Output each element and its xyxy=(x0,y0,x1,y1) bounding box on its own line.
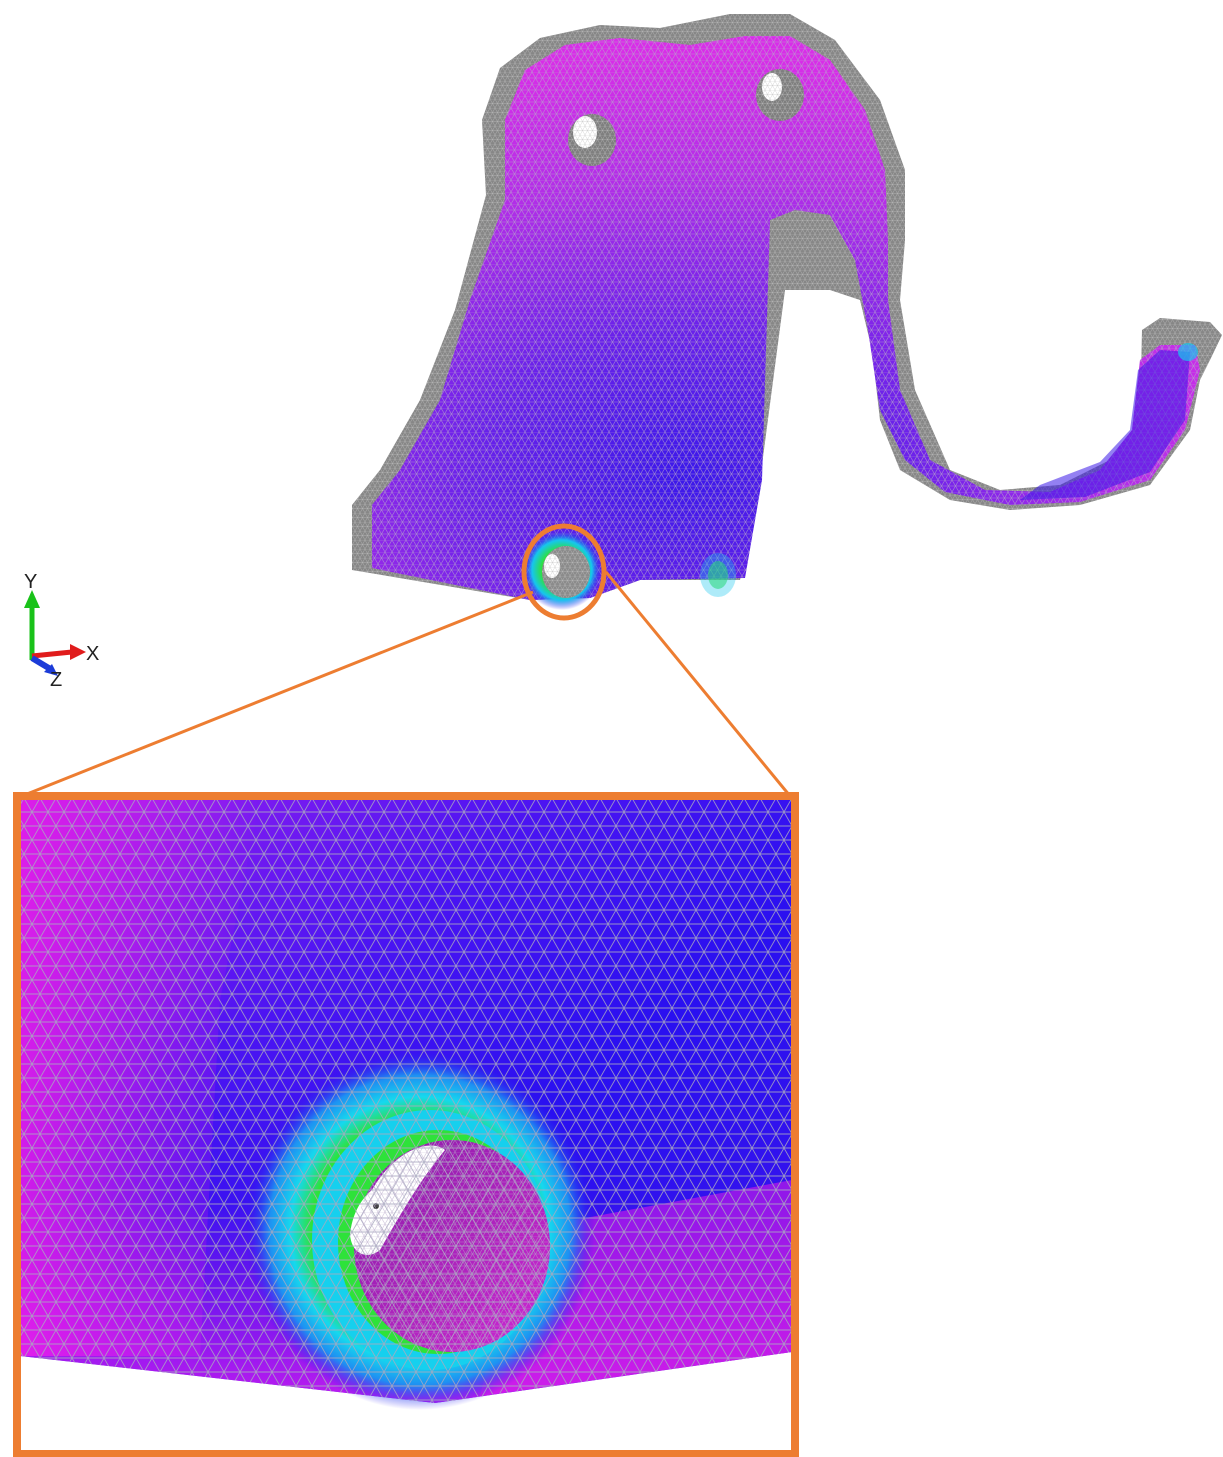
bracket-part xyxy=(352,14,1222,610)
axis-label-x: X xyxy=(86,643,99,665)
callout-line-left xyxy=(21,590,534,798)
zoom-callout xyxy=(21,523,792,798)
axis-label-z: Z xyxy=(50,669,62,691)
zoom-detail-panel xyxy=(13,792,799,1457)
axis-label-y: Y xyxy=(24,571,37,593)
callout-circle xyxy=(521,523,607,621)
mounting-hole-right xyxy=(756,69,804,121)
bottom-hole xyxy=(522,530,602,610)
callout-line-right xyxy=(604,571,792,797)
zoom-panel-frame xyxy=(13,792,799,1457)
xyz-triad-icon: Y X Z xyxy=(24,571,99,691)
mounting-hole-left xyxy=(568,114,616,166)
